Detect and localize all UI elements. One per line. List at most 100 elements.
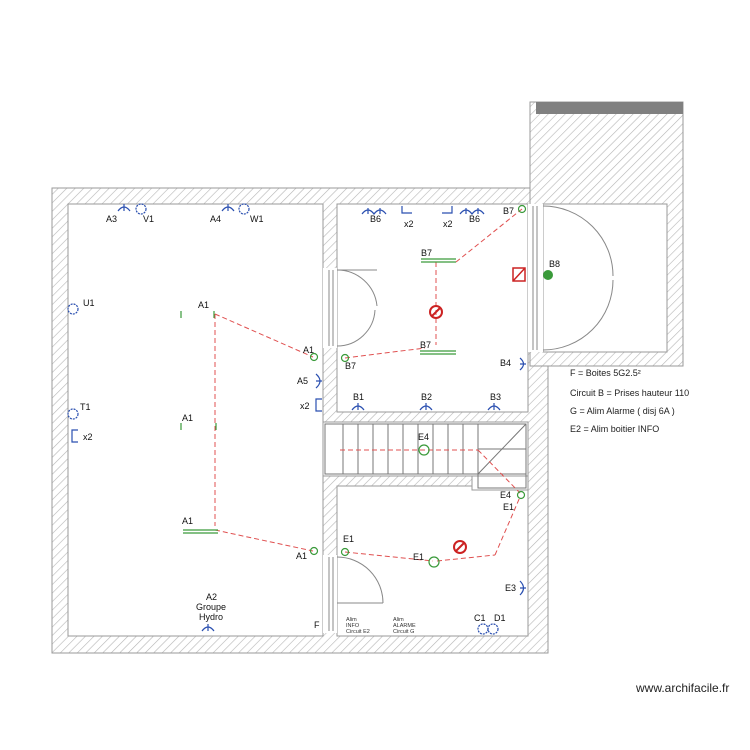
- legend: F = Boites 5G2.5² Circuit B = Prises hau…: [570, 368, 689, 434]
- label-b2: B2: [421, 392, 432, 402]
- label-x2-b6a: x2: [404, 219, 414, 229]
- switch-icons: [309, 204, 553, 568]
- door-opening-lower: [323, 555, 337, 633]
- label-b6: B6: [370, 214, 381, 224]
- label-e1: E1: [503, 502, 514, 512]
- label-c1: C1: [474, 613, 486, 623]
- label-f: F: [314, 620, 320, 630]
- label-b1: B1: [353, 392, 364, 402]
- label-w1: W1: [250, 214, 264, 224]
- socket-icon: [519, 357, 526, 371]
- socket-icon: [67, 408, 79, 420]
- label-x2-b6b: x2: [443, 219, 453, 229]
- note-alim-info-1: Alim: [346, 617, 357, 623]
- label-a1: A1: [303, 345, 314, 355]
- label-a3: A3: [106, 214, 117, 224]
- label-x2-left: x2: [83, 432, 93, 442]
- socket-icon: [315, 398, 322, 412]
- light-points: [180, 258, 456, 534]
- door-opening-annex: [528, 204, 543, 352]
- light-point-icon: [543, 270, 553, 280]
- switch-icon: [418, 444, 430, 456]
- legend-item: F = Boites 5G2.5²: [570, 368, 641, 378]
- label-a4: A4: [210, 214, 221, 224]
- label-a2: A2: [206, 592, 217, 602]
- label-groupe: Groupe: [196, 602, 226, 612]
- label-a1: A1: [296, 551, 307, 561]
- socket-icon: [487, 623, 499, 635]
- label-hydro: Hydro: [199, 612, 223, 622]
- switch-icon: [428, 556, 440, 568]
- legend-item: G = Alim Alarme ( disj 6A ): [570, 406, 675, 416]
- no-entry-icon: [429, 305, 443, 319]
- credit-text: www.archifacile.fr: [635, 681, 729, 695]
- note-alim-alarme-3: Circuit G: [393, 629, 414, 635]
- socket-icon: [519, 580, 526, 596]
- label-e3: E3: [505, 583, 516, 593]
- socket-icon: [315, 373, 322, 389]
- label-d1: D1: [494, 613, 506, 623]
- label-b4: B4: [500, 358, 511, 368]
- socket-icon: [459, 208, 485, 215]
- socket-icon: [221, 204, 235, 212]
- socket-icon: [361, 208, 387, 215]
- label-e1: E1: [343, 534, 354, 544]
- annex-top-wall: [536, 102, 683, 114]
- label-u1: U1: [83, 298, 95, 308]
- label-v1: V1: [143, 214, 154, 224]
- label-b8: B8: [549, 259, 560, 269]
- label-b7: B7: [421, 248, 432, 258]
- note-alim-alarme-1: Alim: [393, 617, 404, 623]
- label-b7: B7: [420, 340, 431, 350]
- note-alim-alarme-2: ALARME: [393, 623, 416, 629]
- label-e4: E4: [418, 432, 429, 442]
- note-alim-info-3: Circuit E2: [346, 629, 370, 635]
- socket-icon: [135, 203, 147, 215]
- socket-icon: [419, 403, 433, 411]
- socket-icons: [67, 203, 526, 635]
- socket-icon: [351, 403, 365, 411]
- switch-icon: [516, 490, 526, 500]
- lower-mid-room: [336, 485, 529, 637]
- label-x2-mid: x2: [300, 401, 310, 411]
- label-a1: A1: [182, 413, 193, 423]
- label-b6: B6: [469, 214, 480, 224]
- socket-icon: [238, 203, 250, 215]
- doors: [328, 205, 614, 631]
- socket-icon: [117, 204, 131, 212]
- label-b3: B3: [490, 392, 501, 402]
- socket-icon: [442, 206, 453, 214]
- switch-icon: [340, 547, 350, 557]
- walls: [51, 101, 684, 654]
- no-entry-icons: [429, 267, 526, 554]
- electrical-panel-icon: [512, 267, 526, 282]
- staircase: [324, 423, 527, 489]
- component-labels: A3 V1 A4 W1 U1 T1 x2 A1 A1 A1 A1 A1 A5 x…: [80, 206, 560, 630]
- label-a1: A1: [182, 516, 193, 526]
- annex-room: [542, 203, 668, 353]
- legend-item: Circuit B = Prises hauteur 110: [570, 388, 689, 398]
- socket-icon: [201, 624, 215, 632]
- label-b7: B7: [503, 206, 514, 216]
- switch-icon: [309, 352, 319, 362]
- label-a1: A1: [198, 300, 209, 310]
- door-opening-left: [323, 268, 337, 348]
- socket-icon: [401, 206, 412, 214]
- switch-icon: [517, 204, 527, 214]
- socket-icon: [67, 303, 79, 315]
- note-alim-info-2: INFO: [346, 623, 360, 629]
- label-e1: E1: [413, 552, 424, 562]
- circuit-notes: Alim INFO Circuit E2 Alim ALARME Circuit…: [346, 617, 416, 635]
- no-entry-icon: [453, 540, 467, 554]
- switch-icon: [340, 353, 350, 363]
- circuit-wires: [214, 208, 523, 562]
- left-room: [67, 203, 324, 637]
- label-b7: B7: [345, 361, 356, 371]
- label-t1: T1: [80, 402, 91, 412]
- socket-icon: [71, 429, 78, 443]
- label-a5: A5: [297, 376, 308, 386]
- legend-item: E2 = Alim boitier INFO: [570, 424, 659, 434]
- socket-icon: [487, 403, 501, 411]
